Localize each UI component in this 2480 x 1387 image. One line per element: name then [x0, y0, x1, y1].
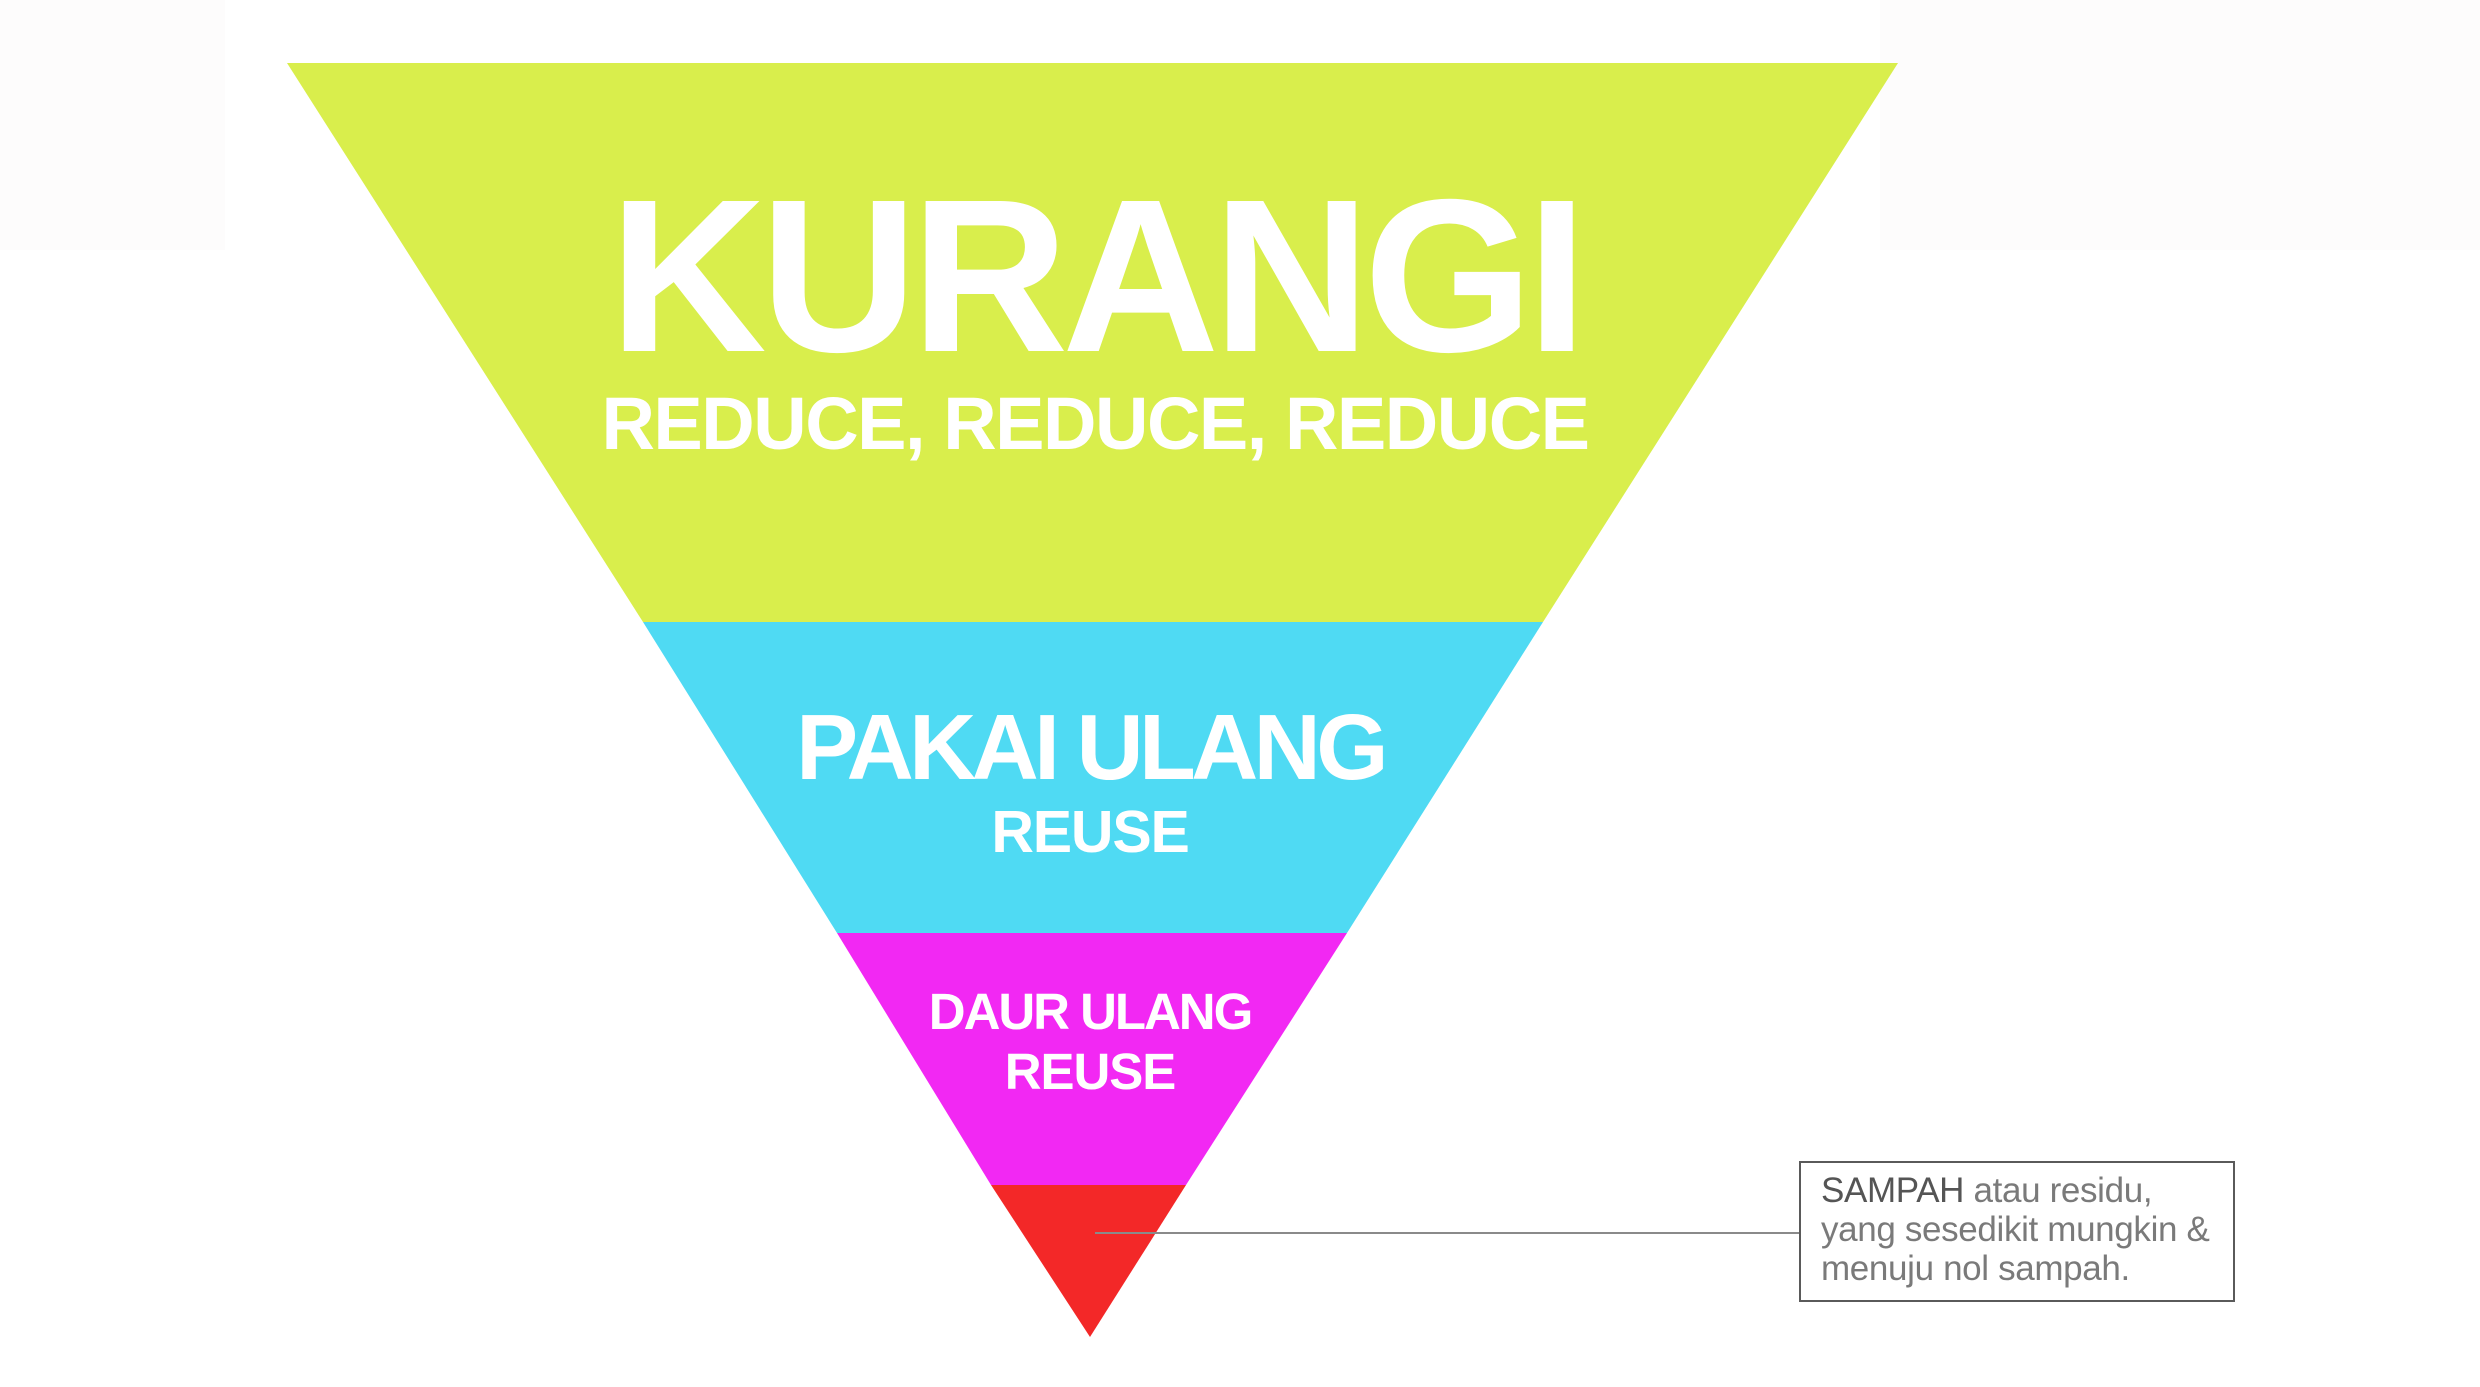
tier-recycle	[837, 933, 1347, 1185]
callout-line-2: yang sesedikit mungkin &	[1821, 1210, 2210, 1249]
tier-recycle-subtitle: REUSE	[1004, 1043, 1177, 1100]
callout-line-1: SAMPAH atau residu,	[1821, 1171, 2233, 1210]
tier-reduce-subtitle: REDUCE, REDUCE, REDUCE	[601, 382, 1590, 465]
tier-reduce-title: KURANGI	[609, 155, 1587, 398]
callout-line-1-rest: atau residu,	[1964, 1171, 2153, 1210]
tier-recycle-title: DAUR ULANG	[928, 983, 1253, 1040]
tier-reuse-subtitle: REUSE	[991, 799, 1190, 865]
callout-line-3: menuju nol sampah.	[1821, 1249, 2130, 1288]
tier-reduce	[287, 63, 1898, 622]
tier-reuse-title: PAKAI ULANG	[796, 695, 1388, 799]
residual-waste-callout: SAMPAH atau residu, yang sesedikit mungk…	[1799, 1161, 2235, 1302]
tier-residual-waste	[991, 1185, 1186, 1337]
tier-reuse	[643, 622, 1543, 933]
callout-emphasis: SAMPAH	[1821, 1171, 1965, 1210]
